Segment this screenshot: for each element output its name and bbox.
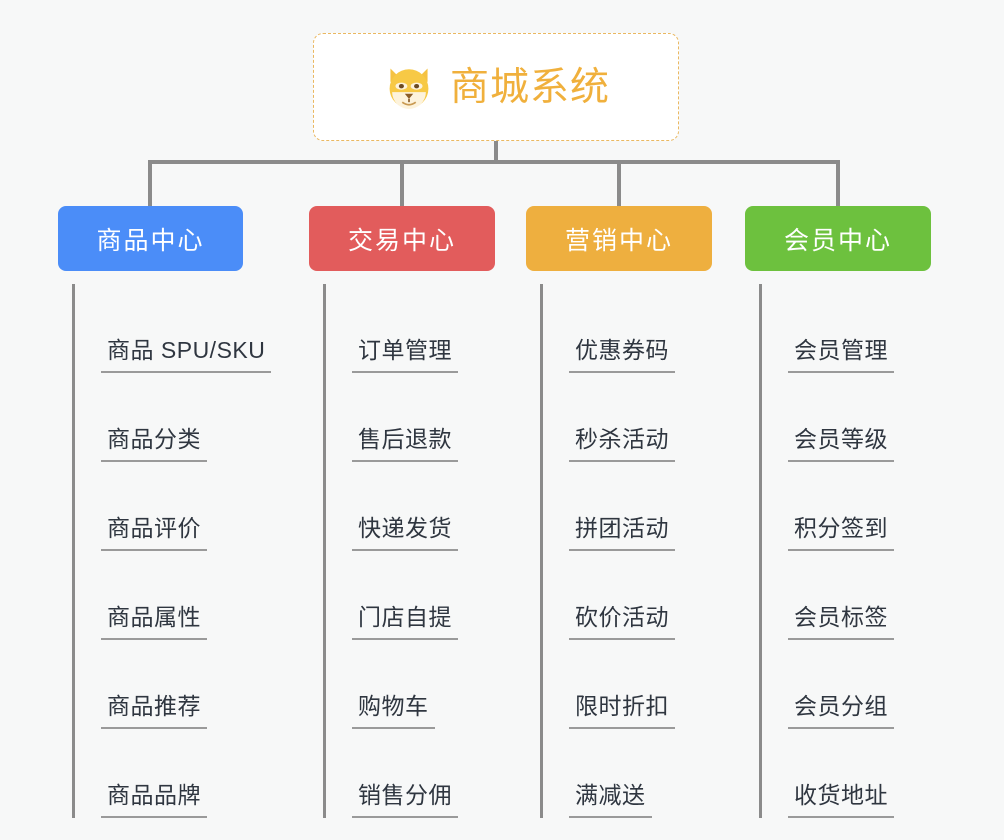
category-column-member: 会员中心 会员管理 会员等级 积分签到 会员标签 会员分组 收货地址 [745, 206, 931, 818]
list-item[interactable]: 会员管理 [762, 284, 948, 373]
category-header-marketing[interactable]: 营销中心 [526, 206, 712, 271]
list-item[interactable]: 限时折扣 [543, 640, 729, 729]
leaf-label: 商品 SPU/SKU [101, 336, 272, 373]
leaf-list-trade: 订单管理 售后退款 快递发货 门店自提 购物车 销售分佣 [323, 284, 512, 818]
list-item[interactable]: 收货地址 [762, 729, 948, 818]
connector-drop-1 [148, 160, 152, 208]
leaf-label: 售后退款 [352, 425, 458, 462]
leaf-label: 收货地址 [788, 781, 894, 818]
leaf-label: 拼团活动 [569, 514, 675, 551]
list-item[interactable]: 购物车 [326, 640, 512, 729]
leaf-label: 门店自提 [352, 603, 458, 640]
leaf-label: 快递发货 [352, 514, 458, 551]
connector-bus [148, 160, 840, 164]
list-item[interactable]: 快递发货 [326, 462, 512, 551]
leaf-label: 销售分佣 [352, 781, 458, 818]
list-item[interactable]: 商品分类 [75, 373, 288, 462]
list-item[interactable]: 满减送 [543, 729, 729, 818]
category-column-marketing: 营销中心 优惠券码 秒杀活动 拼团活动 砍价活动 限时折扣 满减送 [526, 206, 712, 818]
leaf-label: 会员管理 [788, 336, 894, 373]
list-item[interactable]: 商品品牌 [75, 729, 288, 818]
list-item[interactable]: 售后退款 [326, 373, 512, 462]
list-item[interactable]: 商品 SPU/SKU [75, 284, 288, 373]
leaf-label: 会员等级 [788, 425, 894, 462]
list-item[interactable]: 秒杀活动 [543, 373, 729, 462]
connector-drop-3 [617, 160, 621, 208]
leaf-label: 商品推荐 [101, 692, 207, 729]
leaf-label: 商品评价 [101, 514, 207, 551]
leaf-label: 会员分组 [788, 692, 894, 729]
list-item[interactable]: 积分签到 [762, 462, 948, 551]
category-header-product[interactable]: 商品中心 [58, 206, 243, 271]
list-item[interactable]: 会员分组 [762, 640, 948, 729]
leaf-label: 商品分类 [101, 425, 207, 462]
connector-drop-2 [400, 160, 404, 208]
list-item[interactable]: 商品属性 [75, 551, 288, 640]
category-column-trade: 交易中心 订单管理 售后退款 快递发货 门店自提 购物车 销售分佣 [309, 206, 495, 818]
list-item[interactable]: 订单管理 [326, 284, 512, 373]
leaf-label: 优惠券码 [569, 336, 675, 373]
leaf-label: 限时折扣 [569, 692, 675, 729]
category-column-product: 商品中心 商品 SPU/SKU 商品分类 商品评价 商品属性 商品推荐 商品品牌 [58, 206, 272, 818]
category-header-member[interactable]: 会员中心 [745, 206, 931, 271]
list-item[interactable]: 门店自提 [326, 551, 512, 640]
leaf-label: 商品品牌 [101, 781, 207, 818]
list-item[interactable]: 商品推荐 [75, 640, 288, 729]
leaf-label: 商品属性 [101, 603, 207, 640]
list-item[interactable]: 砍价活动 [543, 551, 729, 640]
root-title: 商城系统 [449, 65, 610, 109]
leaf-label: 订单管理 [352, 336, 458, 373]
leaf-label: 购物车 [352, 692, 435, 729]
leaf-label: 会员标签 [788, 603, 894, 640]
leaf-label: 砍价活动 [569, 603, 675, 640]
list-item[interactable]: 商品评价 [75, 462, 288, 551]
connector-drop-4 [836, 160, 840, 208]
category-header-trade[interactable]: 交易中心 [309, 206, 495, 271]
dog-face-icon [389, 68, 429, 109]
leaf-list-marketing: 优惠券码 秒杀活动 拼团活动 砍价活动 限时折扣 满减送 [540, 284, 729, 818]
list-item[interactable]: 会员标签 [762, 551, 948, 640]
list-item[interactable]: 销售分佣 [326, 729, 512, 818]
leaf-list-member: 会员管理 会员等级 积分签到 会员标签 会员分组 收货地址 [759, 284, 948, 818]
root-node[interactable]: 商城系统 [313, 33, 679, 141]
connector-root-stem [494, 141, 498, 164]
list-item[interactable]: 会员等级 [762, 373, 948, 462]
leaf-label: 满减送 [569, 781, 652, 818]
list-item[interactable]: 拼团活动 [543, 462, 729, 551]
leaf-list-product: 商品 SPU/SKU 商品分类 商品评价 商品属性 商品推荐 商品品牌 [72, 284, 288, 818]
leaf-label: 秒杀活动 [569, 425, 675, 462]
leaf-label: 积分签到 [788, 514, 894, 551]
list-item[interactable]: 优惠券码 [543, 284, 729, 373]
